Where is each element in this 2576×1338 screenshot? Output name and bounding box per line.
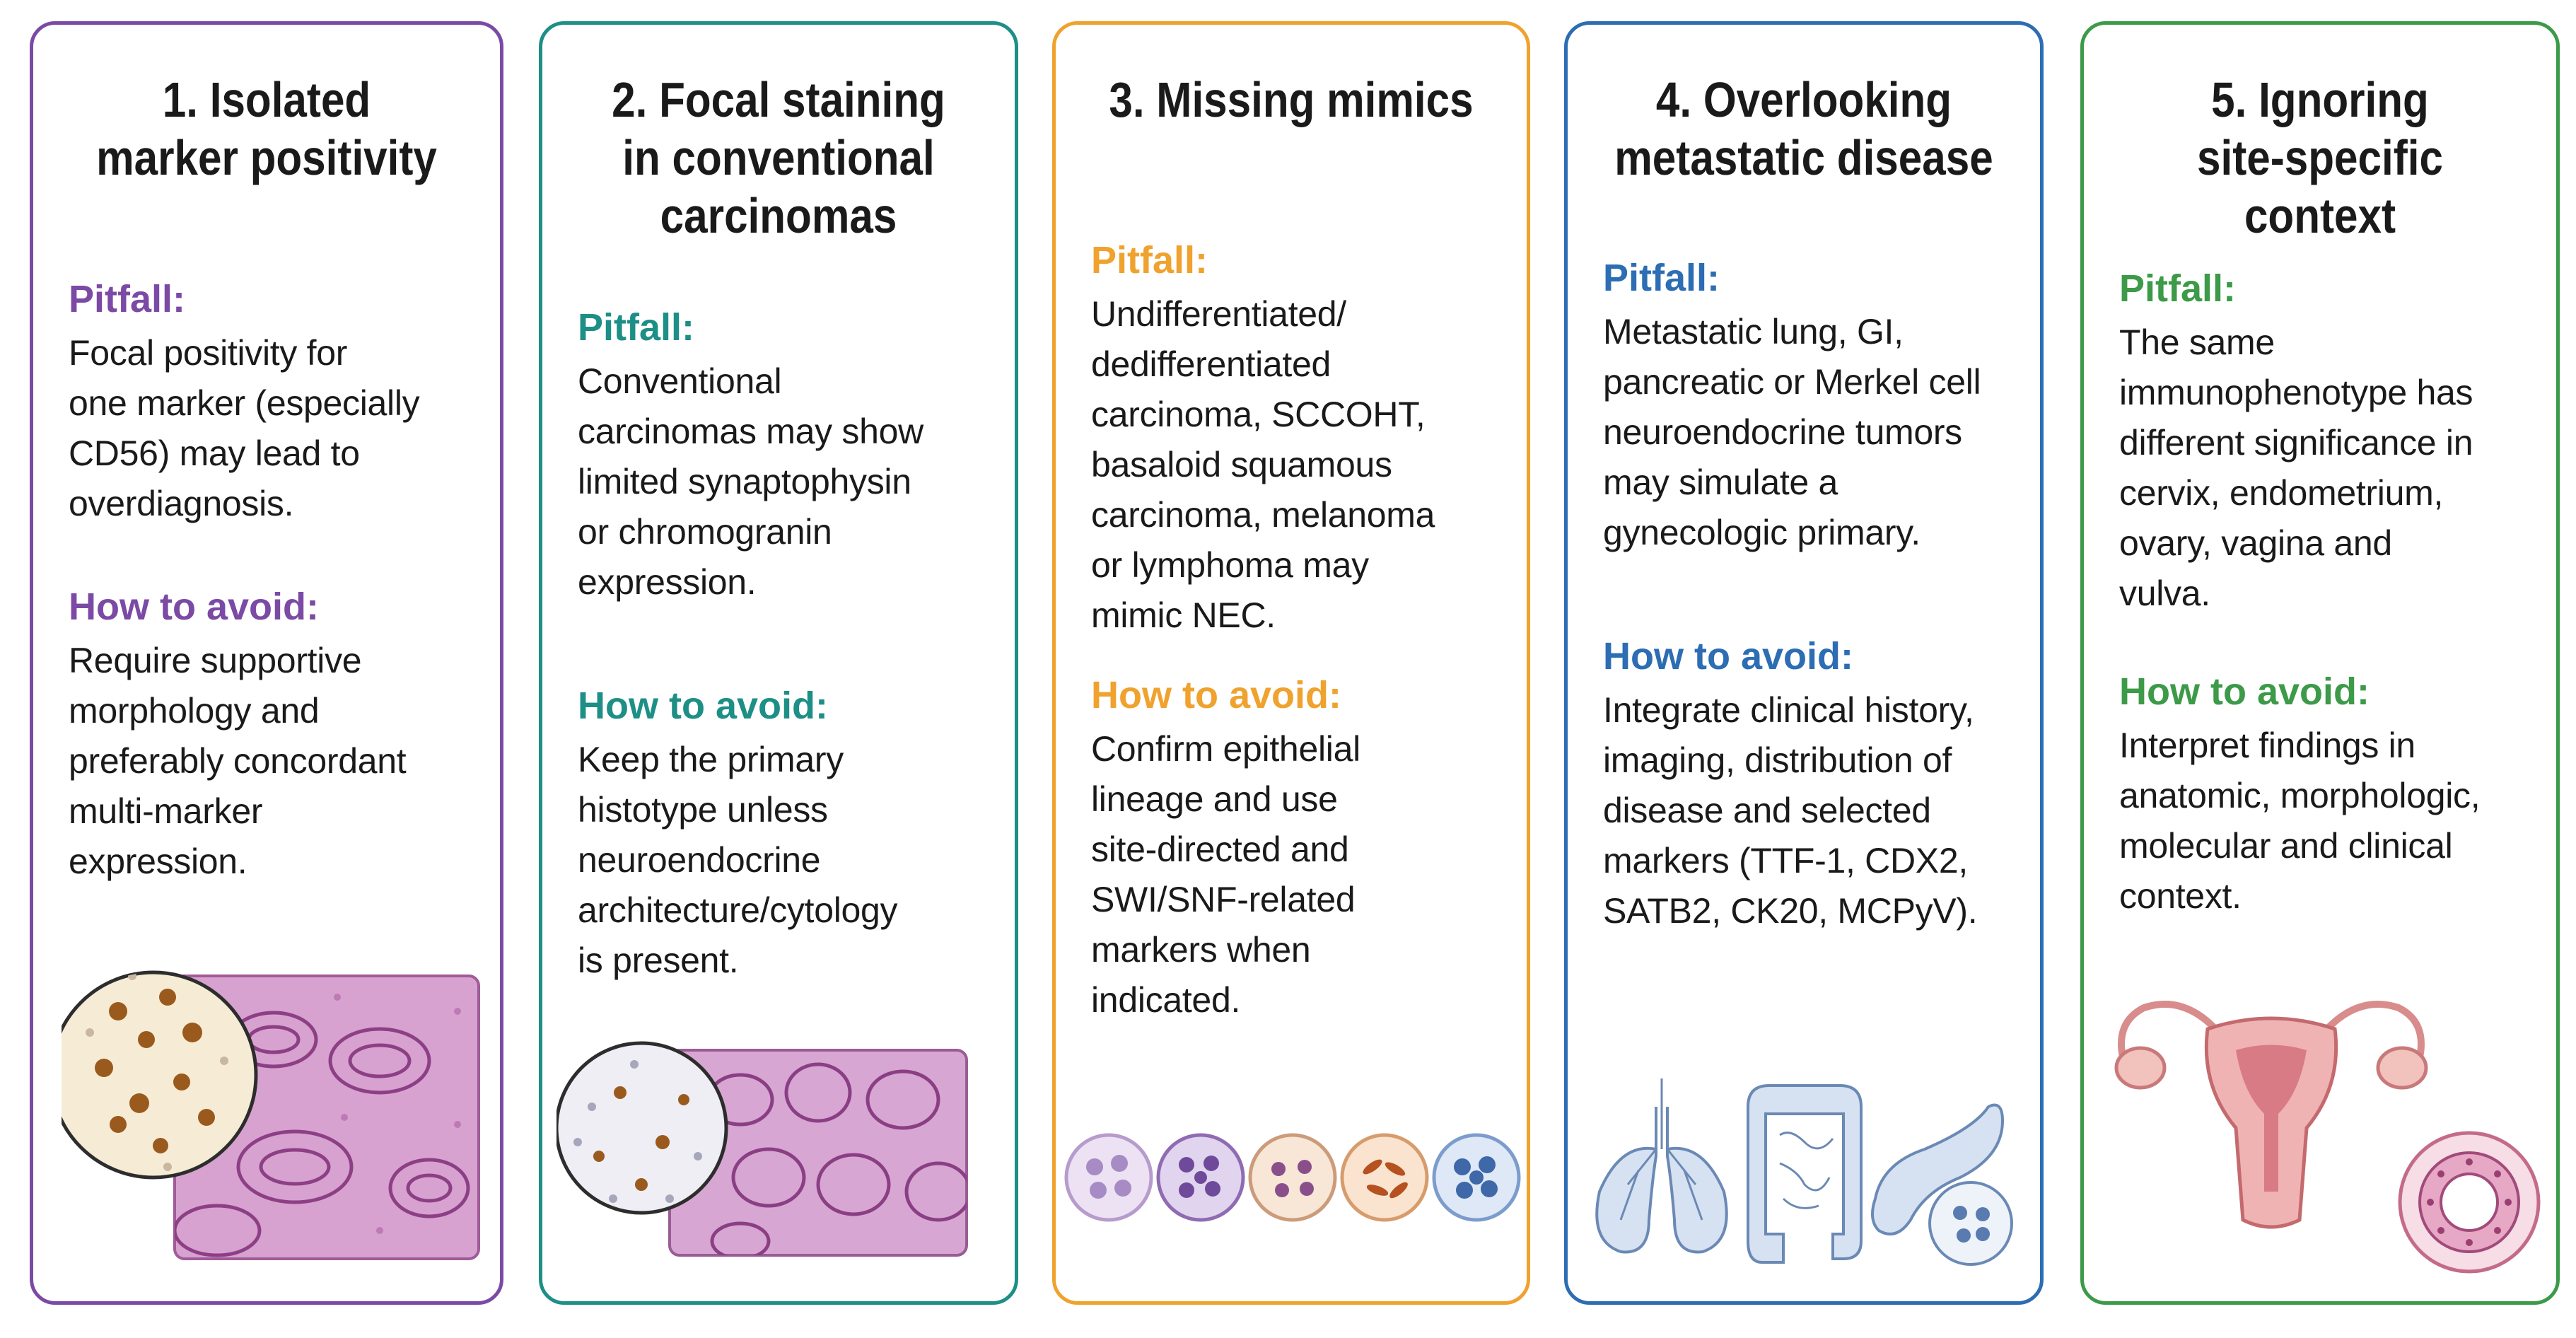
avoid-section: How to avoid: Confirm epithelial lineage… [1091, 672, 1513, 1025]
pitfall-section: Pitfall: Metastatic lung, GI, pancreatic… [1603, 255, 2026, 558]
pitfall-label: Pitfall: [1091, 239, 1208, 281]
pitfall-text: Focal positivity for one marker (especia… [69, 333, 420, 523]
avoid-label: How to avoid: [1091, 674, 1341, 716]
pitfall-section: Pitfall: The same immunophenotype has di… [2119, 265, 2542, 619]
pitfall-label: Pitfall: [1603, 257, 1720, 299]
card-title: 3. Missing mimics [1109, 72, 1474, 127]
card-title: 1. Isolated marker positivity [96, 72, 437, 185]
avoid-text: Interpret findings in anatomic, morpholo… [2119, 726, 2481, 916]
pitfall-label: Pitfall: [578, 306, 695, 349]
cell-circles-icon [1064, 1133, 1521, 1222]
organs-icon [1595, 1078, 2013, 1266]
avoid-text: Keep the primary histotype unless neuroe… [578, 740, 898, 980]
card-title: 2. Focal staining in conventional carcin… [612, 72, 945, 243]
pitfall-section: Pitfall: Conventional carcinomas may sho… [578, 304, 1001, 607]
pitfall-section: Pitfall: Focal positivity for one marker… [69, 276, 486, 529]
uterus-icon [2114, 1001, 2541, 1274]
avoid-label: How to avoid: [69, 586, 319, 628]
avoid-label: How to avoid: [1603, 635, 1853, 677]
pitfall-text: Metastatic lung, GI, pancreatic or Merke… [1603, 312, 1981, 552]
card-title: 5. Ignoring site-specific context [2197, 72, 2443, 243]
avoid-text: Confirm epithelial lineage and use site-… [1091, 729, 1360, 1020]
card-overlooking-metastatic: 4. Overlooking metastatic disease Pitfal… [1564, 21, 2044, 1305]
tissue-magnifier-icon [556, 1041, 968, 1257]
card-missing-mimics: 3. Missing mimics Pitfall: Undifferentia… [1052, 21, 1530, 1305]
card-ignoring-site-context: 5. Ignoring site-specific context Pitfal… [2080, 21, 2560, 1305]
pitfall-text: The same immunophenotype has different s… [2119, 322, 2473, 613]
avoid-section: How to avoid: Require supportive morphol… [69, 583, 486, 887]
pitfall-text: Conventional carcinomas may show limited… [578, 361, 923, 602]
avoid-text: Integrate clinical history, imaging, dis… [1603, 690, 1978, 931]
card-isolated-marker-positivity: 1. Isolated marker positivity Pitfall: F… [30, 21, 503, 1305]
pitfall-section: Pitfall: Undifferentiated/ dedifferentia… [1091, 237, 1513, 641]
card-title: 4. Overlooking metastatic disease [1614, 72, 1993, 185]
avoid-section: How to avoid: Interpret findings in anat… [2119, 668, 2542, 921]
pitfall-text: Undifferentiated/ dedifferentiated carci… [1091, 294, 1435, 635]
pitfall-label: Pitfall: [2119, 267, 2237, 310]
pitfall-label: Pitfall: [69, 278, 186, 320]
tissue-magnifier-icon [62, 970, 480, 1260]
avoid-text: Require supportive morphology and prefer… [69, 641, 407, 881]
avoid-label: How to avoid: [578, 685, 828, 727]
avoid-section: How to avoid: Integrate clinical history… [1603, 633, 2026, 936]
avoid-label: How to avoid: [2119, 670, 2370, 713]
card-focal-staining: 2. Focal staining in conventional carcin… [539, 21, 1018, 1305]
avoid-section: How to avoid: Keep the primary histotype… [578, 682, 1001, 986]
